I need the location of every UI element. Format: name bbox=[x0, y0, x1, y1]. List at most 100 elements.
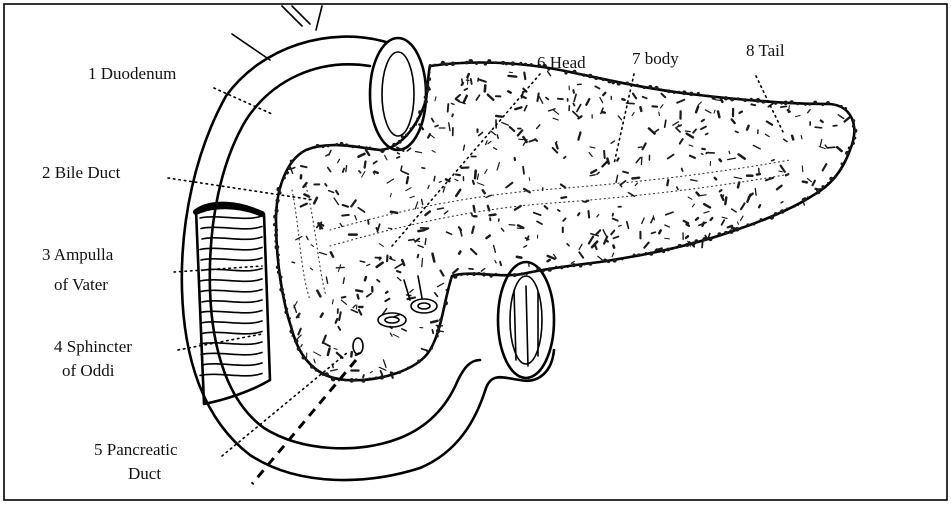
texture-mark bbox=[667, 180, 668, 185]
edge-stipple bbox=[841, 162, 844, 165]
texture-mark bbox=[351, 200, 355, 206]
texture-mark bbox=[523, 97, 526, 98]
texture-mark bbox=[567, 244, 569, 246]
edge-stipple bbox=[707, 95, 709, 97]
edge-stipple bbox=[331, 377, 336, 382]
texture-mark bbox=[673, 122, 679, 125]
edge-stipple bbox=[718, 232, 722, 236]
texture-mark bbox=[633, 94, 636, 99]
texture-mark bbox=[453, 269, 458, 273]
texture-mark bbox=[385, 299, 389, 301]
edge-stipple bbox=[783, 101, 788, 106]
edge-stipple bbox=[821, 185, 824, 188]
texture-mark bbox=[459, 227, 461, 230]
texture-mark bbox=[739, 154, 745, 158]
texture-mark bbox=[388, 228, 391, 229]
texture-mark bbox=[705, 110, 711, 113]
texture-mark bbox=[715, 178, 717, 180]
texture-mark bbox=[524, 73, 525, 80]
edge-stipple bbox=[445, 289, 447, 291]
edge-stipple bbox=[660, 88, 662, 90]
edge-stipple bbox=[711, 95, 715, 99]
edge-stipple bbox=[750, 98, 753, 101]
edge-stipple bbox=[416, 117, 419, 120]
texture-mark bbox=[577, 105, 581, 112]
texture-mark bbox=[619, 225, 622, 226]
texture-mark bbox=[456, 95, 460, 99]
edge-stipple bbox=[414, 363, 417, 366]
texture-mark bbox=[515, 107, 521, 109]
texture-mark bbox=[578, 213, 579, 215]
edge-stipple bbox=[451, 62, 455, 66]
edge-stipple bbox=[729, 229, 734, 234]
texture-mark bbox=[488, 141, 491, 143]
texture-mark bbox=[462, 83, 464, 85]
edge-stipple bbox=[427, 77, 431, 81]
edge-stipple bbox=[588, 74, 592, 78]
edge-stipple bbox=[501, 61, 505, 65]
texture-mark bbox=[845, 118, 850, 122]
edge-stipple bbox=[715, 236, 717, 238]
texture-mark bbox=[340, 223, 342, 226]
texture-mark bbox=[310, 268, 312, 270]
texture-mark bbox=[689, 145, 693, 146]
edge-stipple bbox=[789, 100, 793, 104]
label-tail: 8 Tail bbox=[746, 41, 785, 60]
texture-mark bbox=[488, 95, 494, 100]
texture-mark bbox=[597, 215, 599, 217]
texture-mark bbox=[738, 183, 739, 188]
texture-mark bbox=[518, 225, 523, 228]
edge-stipple bbox=[526, 273, 528, 275]
gland-texture bbox=[273, 59, 857, 383]
texture-mark bbox=[643, 97, 647, 99]
texture-mark bbox=[813, 181, 815, 186]
texture-mark bbox=[518, 130, 523, 135]
texture-mark bbox=[397, 271, 400, 272]
edge-stipple bbox=[446, 294, 448, 296]
edge-stipple bbox=[305, 149, 307, 151]
edge-stipple bbox=[636, 84, 639, 87]
texture-mark bbox=[501, 228, 503, 231]
edge-stipple bbox=[279, 287, 284, 292]
texture-mark bbox=[301, 204, 307, 207]
texture-mark bbox=[425, 239, 426, 245]
texture-mark bbox=[740, 216, 743, 221]
edge-stipple bbox=[505, 62, 508, 65]
texture-mark bbox=[652, 232, 656, 233]
texture-mark bbox=[494, 148, 497, 150]
edge-stipple bbox=[608, 80, 612, 84]
texture-mark bbox=[471, 79, 472, 84]
texture-mark bbox=[698, 102, 701, 105]
texture-mark bbox=[418, 255, 419, 258]
edge-stipple bbox=[386, 147, 389, 150]
edge-stipple bbox=[702, 237, 706, 241]
edge-stipple bbox=[621, 259, 623, 261]
edge-stipple bbox=[637, 253, 640, 256]
edge-stipple bbox=[286, 308, 288, 310]
texture-mark bbox=[358, 208, 364, 212]
texture-mark bbox=[701, 154, 703, 155]
texture-mark bbox=[738, 222, 739, 224]
texture-mark bbox=[808, 179, 812, 182]
texture-mark bbox=[591, 170, 596, 173]
edge-stipple bbox=[769, 215, 774, 220]
edge-stipple bbox=[424, 96, 427, 99]
texture-mark bbox=[837, 147, 842, 151]
edge-stipple bbox=[720, 96, 722, 98]
mucosal-fold bbox=[200, 374, 262, 376]
edge-stipple bbox=[584, 264, 586, 266]
edge-stipple bbox=[547, 267, 552, 272]
texture-mark bbox=[590, 147, 595, 148]
edge-stipple bbox=[275, 245, 280, 250]
edge-stipple bbox=[290, 325, 293, 328]
texture-mark bbox=[722, 195, 723, 198]
texture-mark bbox=[456, 99, 459, 101]
label-sphincter-line2: of Oddi bbox=[62, 361, 115, 380]
texture-mark bbox=[561, 185, 566, 188]
edge-stipple bbox=[297, 347, 301, 351]
texture-mark bbox=[690, 156, 695, 158]
edge-stipple bbox=[358, 145, 360, 147]
texture-mark bbox=[685, 131, 690, 132]
texture-mark bbox=[385, 155, 387, 159]
edge-stipple bbox=[278, 259, 280, 261]
